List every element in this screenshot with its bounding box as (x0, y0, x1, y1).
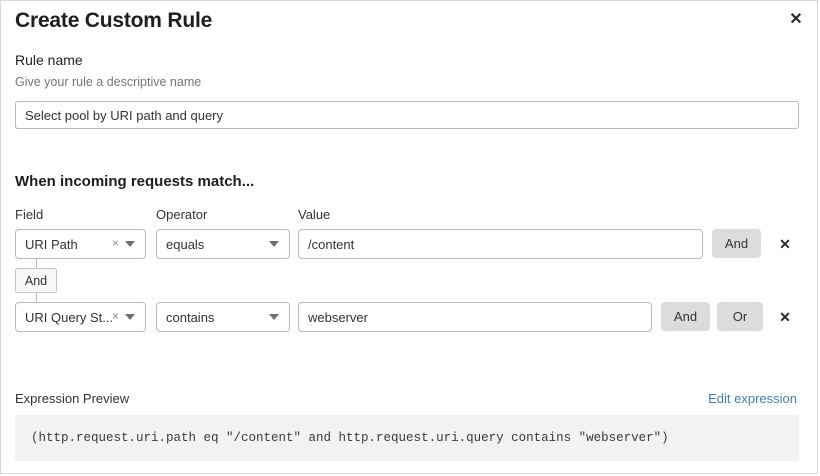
edit-expression-link[interactable]: Edit expression (708, 391, 797, 406)
conditions-heading: When incoming requests match... (15, 173, 255, 190)
or-button-2[interactable]: Or (717, 302, 763, 331)
chevron-down-icon (269, 241, 279, 247)
condition-row: URI Path × equals And ✕ (1, 229, 819, 259)
condition-row: URI Query St... × contains And Or ✕ (1, 302, 819, 332)
chevron-down-icon (125, 314, 135, 320)
field-select-1[interactable]: URI Path × (15, 229, 146, 259)
expression-preview-label: Expression Preview (15, 391, 130, 406)
chevron-down-icon (269, 314, 279, 320)
clear-icon[interactable]: × (111, 309, 119, 323)
column-header-field: Field (15, 207, 44, 222)
expression-preview-code: (http.request.uri.path eq "/content" and… (31, 431, 669, 445)
value-input-2[interactable] (298, 302, 652, 332)
operator-select-2[interactable]: contains (156, 302, 290, 332)
operator-select-2-value: contains (166, 309, 215, 325)
rule-name-input[interactable] (15, 101, 799, 129)
rule-name-hint: Give your rule a descriptive name (15, 75, 202, 89)
page-title: Create Custom Rule (15, 9, 213, 32)
clear-icon[interactable]: × (111, 236, 119, 250)
rule-name-label: Rule name (15, 52, 83, 68)
delete-row-button-2[interactable]: ✕ (779, 309, 791, 325)
close-icon[interactable]: ✕ (789, 11, 803, 28)
column-header-operator: Operator (156, 207, 208, 222)
chevron-down-icon (125, 241, 135, 247)
value-input-1[interactable] (298, 229, 703, 259)
field-select-2-value: URI Query St... (25, 309, 112, 325)
field-select-2[interactable]: URI Query St... × (15, 302, 146, 332)
group-connector-and-badge[interactable]: And (15, 268, 57, 293)
and-button-1[interactable]: And (712, 229, 761, 258)
connector-line-top (36, 259, 37, 269)
delete-row-button-1[interactable]: ✕ (779, 236, 791, 252)
column-header-value: Value (298, 207, 331, 222)
connector-line-bottom (36, 292, 37, 302)
operator-select-1[interactable]: equals (156, 229, 290, 259)
operator-select-1-value: equals (166, 236, 205, 252)
expression-preview-box: (http.request.uri.path eq "/content" and… (15, 415, 799, 461)
field-select-1-value: URI Path (25, 236, 78, 252)
and-button-2[interactable]: And (661, 302, 710, 331)
